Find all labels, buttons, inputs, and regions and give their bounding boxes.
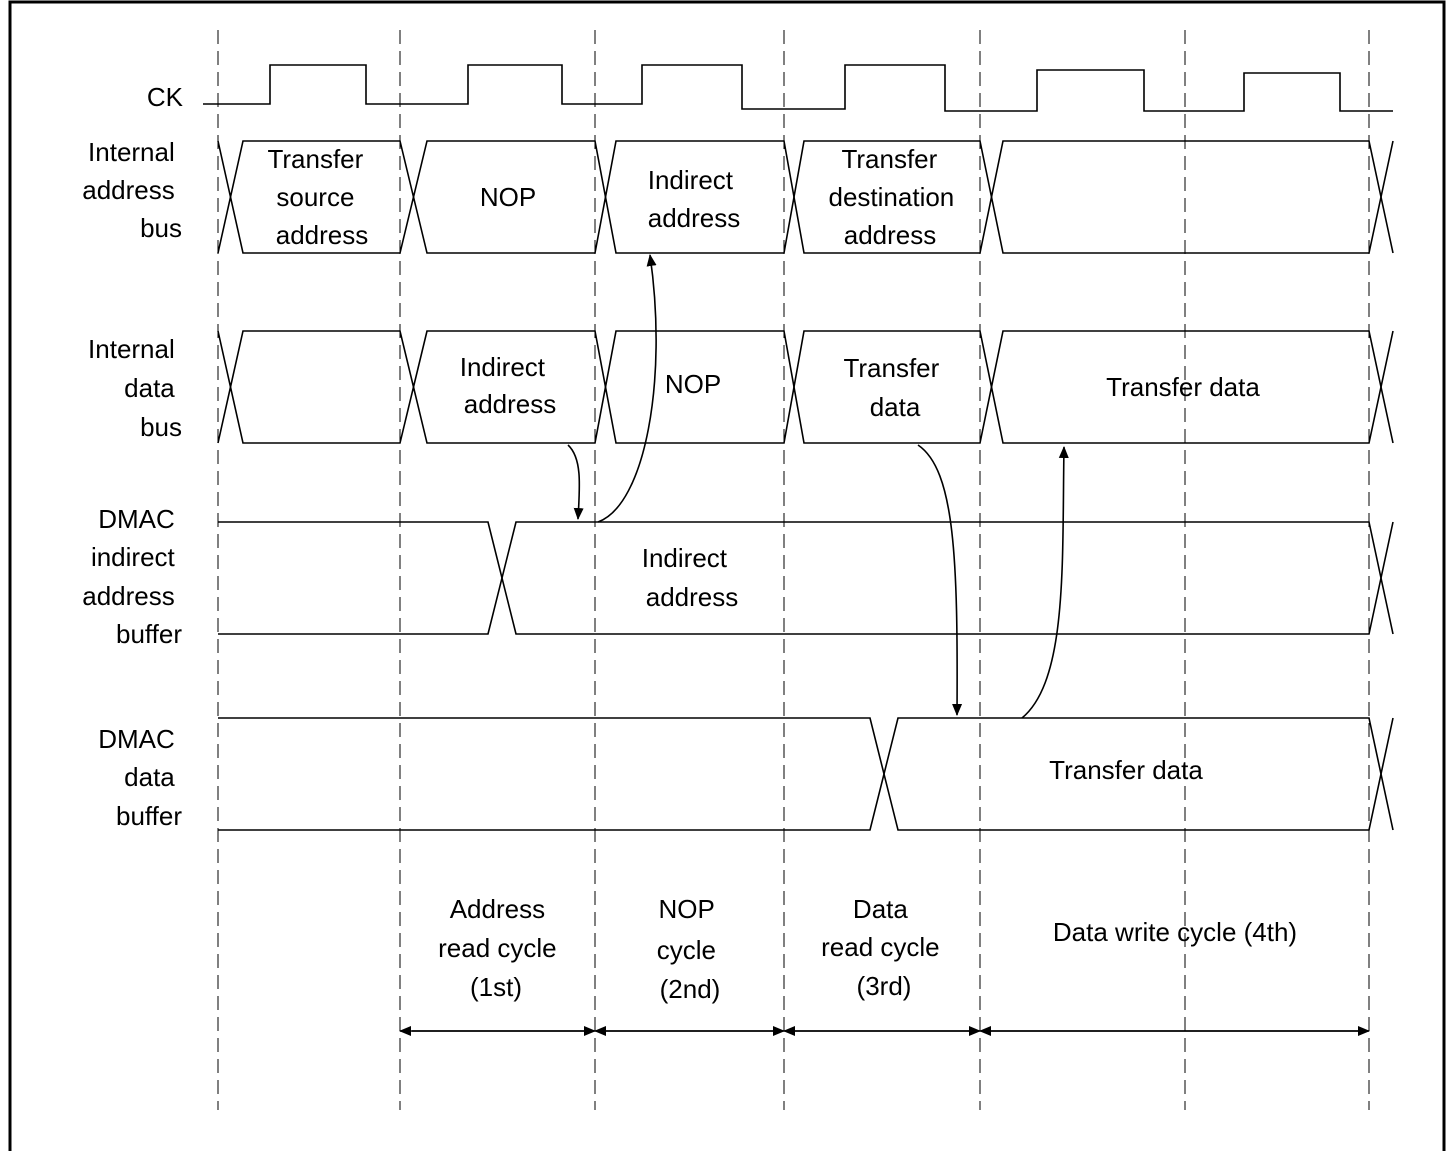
dmac-data-buffer-value: Transfer data <box>1049 755 1203 785</box>
data-bus-value-nop: NOP <box>665 369 721 399</box>
address-bus-value-source: Transfer source address <box>267 144 370 250</box>
address-bus-value-destination: Transfer destination address <box>829 144 962 250</box>
cycle-label-second: NOP cycle (2nd) <box>657 894 723 1004</box>
signal-label-dmac-data: DMAC data buffer <box>98 724 182 831</box>
diagram-frame <box>8 0 1446 1151</box>
signal-label-address-bus: Internal address bus <box>82 137 182 243</box>
signal-label-ck: CK <box>147 82 184 112</box>
address-bus-waveform <box>217 140 1394 254</box>
address-bus-value-indirect: Indirect address <box>648 165 741 233</box>
dmac-indirect-buffer-value: Indirect address <box>642 543 739 612</box>
signal-label-data-bus: Internal data bus <box>88 334 182 442</box>
flow-arrow-to-data-bus <box>1021 446 1069 719</box>
cycle-label-third: Data read cycle (3rd) <box>821 894 947 1001</box>
data-bus-value-transfer: Transfer data <box>843 353 946 422</box>
signal-label-dmac-indirect: DMAC indirect address buffer <box>82 504 182 649</box>
flow-arrow-to-indirect-buffer <box>567 444 584 520</box>
address-bus-value-nop: NOP <box>480 182 536 212</box>
data-bus-waveform <box>217 330 1394 444</box>
clock-waveform <box>203 64 1393 112</box>
flow-arrow-to-address-bus <box>597 254 657 523</box>
flow-arrow-to-data-buffer <box>917 444 963 716</box>
cycle-guides <box>217 30 1370 1110</box>
dmac-data-buffer-waveform <box>218 717 1394 831</box>
data-bus-value-indirect: Indirect address <box>460 352 557 419</box>
dmac-indirect-buffer-waveform <box>218 521 1394 635</box>
cycle-label-fourth: Data write cycle (4th) <box>1053 917 1297 947</box>
data-bus-value-transfer-wide: Transfer data <box>1106 372 1260 402</box>
cycle-label-first: Address read cycle (1st) <box>438 894 564 1002</box>
